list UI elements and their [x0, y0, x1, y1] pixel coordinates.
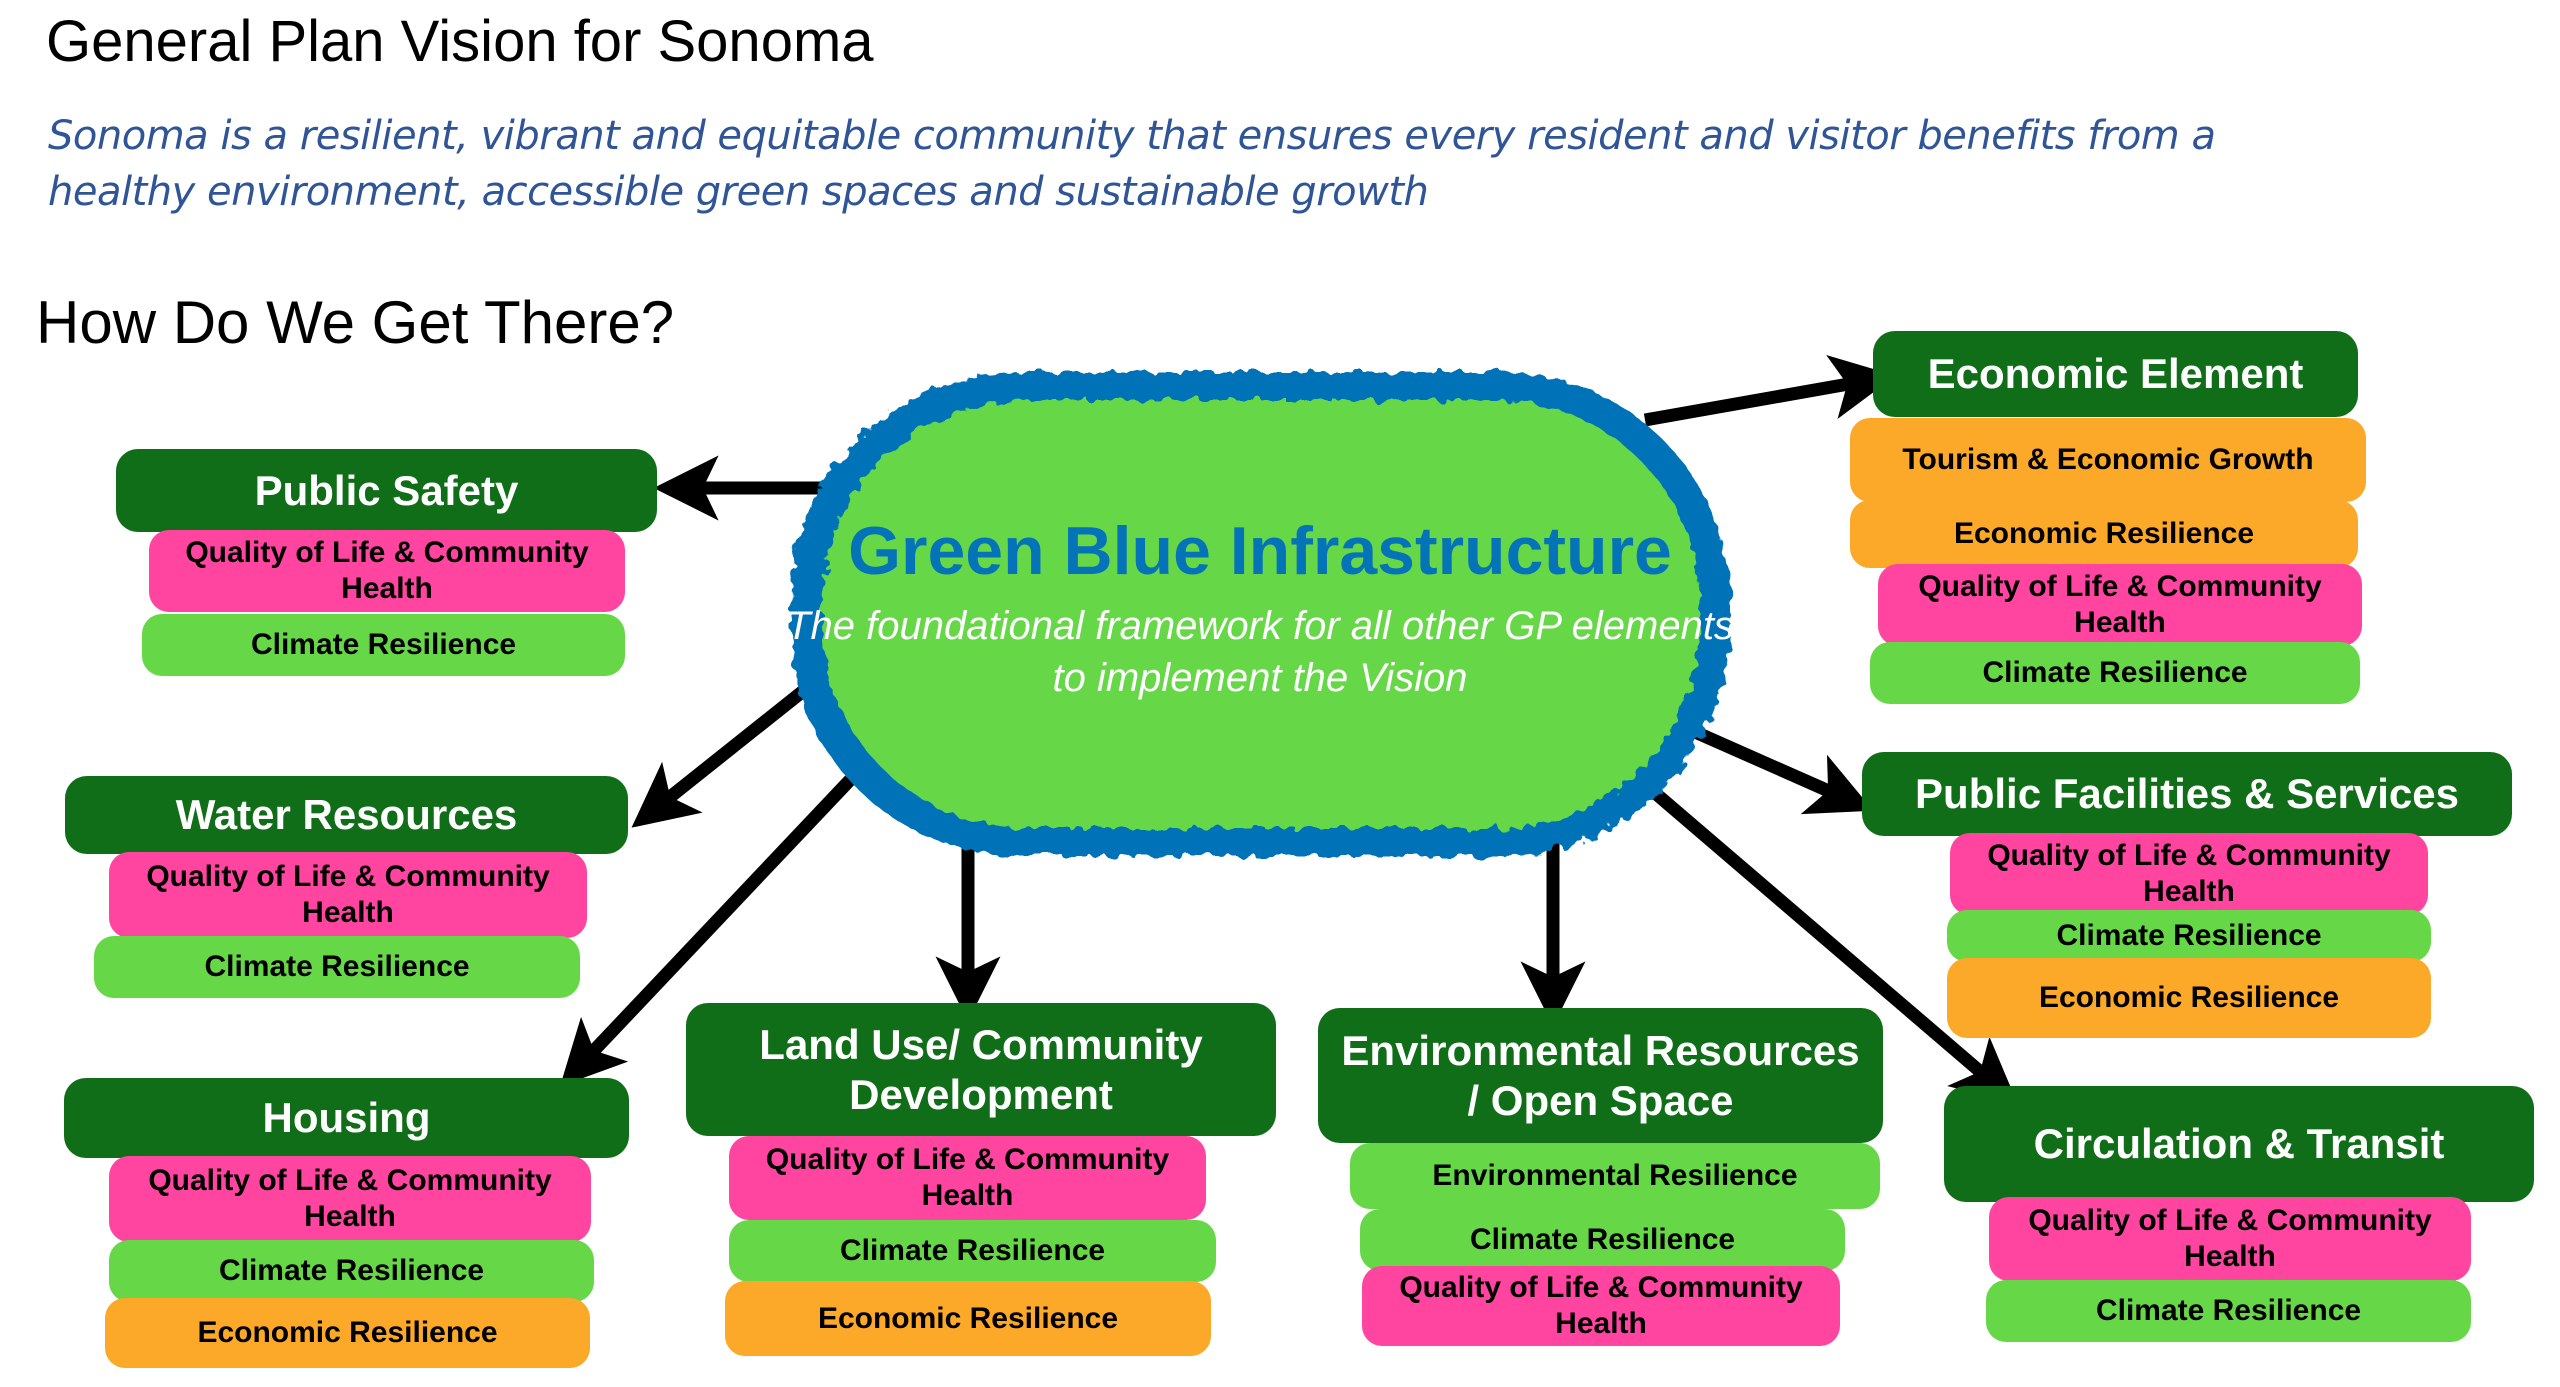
element-header-land-use-community-development: Land Use/ Community Development: [686, 1003, 1276, 1136]
goal-tourism-economic-growth: Tourism & Economic Growth: [1850, 418, 2366, 502]
goal-economic-resilience: Economic Resilience: [725, 1281, 1211, 1356]
arrow-to-circulation: [1635, 775, 2018, 1104]
section-heading: How Do We Get There?: [36, 289, 675, 356]
page-title: General Plan Vision for Sonoma: [46, 9, 874, 74]
element-header-economic-element: Economic Element: [1873, 331, 2358, 417]
goal-environmental-resilience: Environmental Resilience: [1350, 1143, 1880, 1209]
element-header-circulation-transit: Circulation & Transit: [1944, 1086, 2534, 1202]
arrow-to-housing: [559, 775, 855, 1087]
goal-quality-of-life-community-health: Quality of Life & Community Health: [1950, 833, 2428, 915]
goal-climate-resilience: Climate Resilience: [109, 1240, 594, 1302]
goal-economic-resilience: Economic Resilience: [105, 1298, 590, 1368]
goal-quality-of-life-community-health: Quality of Life & Community Health: [109, 1156, 591, 1242]
goal-climate-resilience: Climate Resilience: [94, 936, 580, 998]
element-header-housing: Housing: [64, 1078, 629, 1158]
core-subtitle: The foundational framework for all other…: [786, 604, 1734, 700]
goal-economic-resilience: Economic Resilience: [1850, 500, 2358, 568]
arrow-to-economic: [1643, 354, 1896, 427]
element-header-environmental-resources-open-space: Environmental Resources / Open Space: [1318, 1008, 1883, 1143]
goal-quality-of-life-community-health: Quality of Life & Community Health: [729, 1136, 1206, 1220]
core-title: Green Blue Infrastructure: [848, 513, 1672, 589]
goal-quality-of-life-community-health: Quality of Life & Community Health: [149, 530, 625, 612]
goal-quality-of-life-community-health: Quality of Life & Community Health: [109, 852, 587, 938]
goal-quality-of-life-community-health: Quality of Life & Community Health: [1989, 1197, 2471, 1281]
vision-statement: Sonoma is a resilient, vibrant and equit…: [48, 113, 2216, 215]
goal-quality-of-life-community-health: Quality of Life & Community Health: [1878, 564, 2362, 646]
goal-climate-resilience: Climate Resilience: [1947, 910, 2431, 962]
arrow-to-water-resources: [631, 670, 827, 828]
goal-climate-resilience: Climate Resilience: [1870, 642, 2360, 704]
goal-climate-resilience: Climate Resilience: [1986, 1280, 2471, 1342]
goal-climate-resilience: Climate Resilience: [142, 614, 625, 676]
element-header-public-facilities-services: Public Facilities & Services: [1862, 752, 2512, 836]
goal-climate-resilience: Climate Resilience: [729, 1220, 1216, 1282]
element-header-public-safety: Public Safety: [116, 449, 657, 532]
goal-economic-resilience: Economic Resilience: [1947, 958, 2431, 1038]
element-header-water-resources: Water Resources: [65, 776, 628, 854]
goal-quality-of-life-community-health: Quality of Life & Community Health: [1362, 1266, 1840, 1346]
goal-climate-resilience: Climate Resilience: [1360, 1209, 1845, 1271]
core-fill: [822, 400, 1700, 828]
